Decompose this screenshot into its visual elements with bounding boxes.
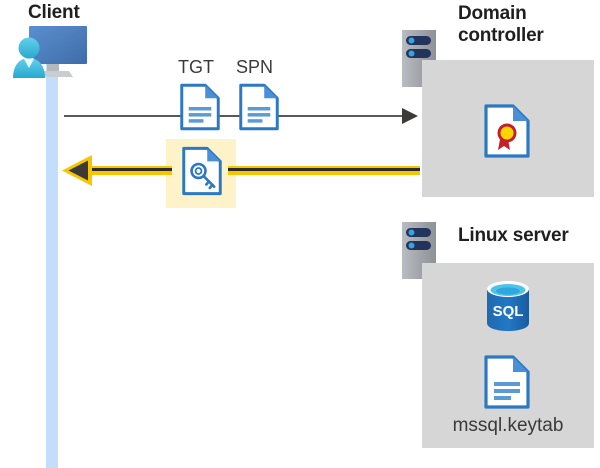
document-icon-tgt	[180, 83, 220, 131]
document-icon-spn	[239, 83, 279, 131]
request-message-line	[64, 115, 408, 117]
user-computer-icon	[5, 22, 95, 84]
response-message-line-left	[78, 166, 172, 175]
key-document-icon	[182, 146, 222, 196]
document-icon-keytab	[484, 355, 530, 409]
spn-label: SPN	[236, 57, 274, 77]
keytab-filename-label: mssql.keytab	[452, 415, 564, 436]
response-message-line-right	[228, 166, 420, 175]
sql-database-icon: SQL	[483, 279, 533, 333]
request-arrowhead-icon	[402, 108, 418, 124]
domain-controller-label: Domain controller	[458, 3, 598, 47]
certificate-document-icon	[484, 104, 530, 158]
client-label: Client	[28, 2, 80, 23]
tgt-label: TGT	[178, 57, 214, 77]
sql-icon-text: SQL	[493, 303, 524, 320]
domain-controller-label-line2: controller	[458, 24, 544, 46]
response-arrowhead-icon	[62, 155, 92, 186]
client-lifeline	[46, 62, 58, 468]
linux-server-label: Linux server	[458, 225, 569, 246]
domain-controller-label-line1: Domain	[458, 3, 527, 24]
